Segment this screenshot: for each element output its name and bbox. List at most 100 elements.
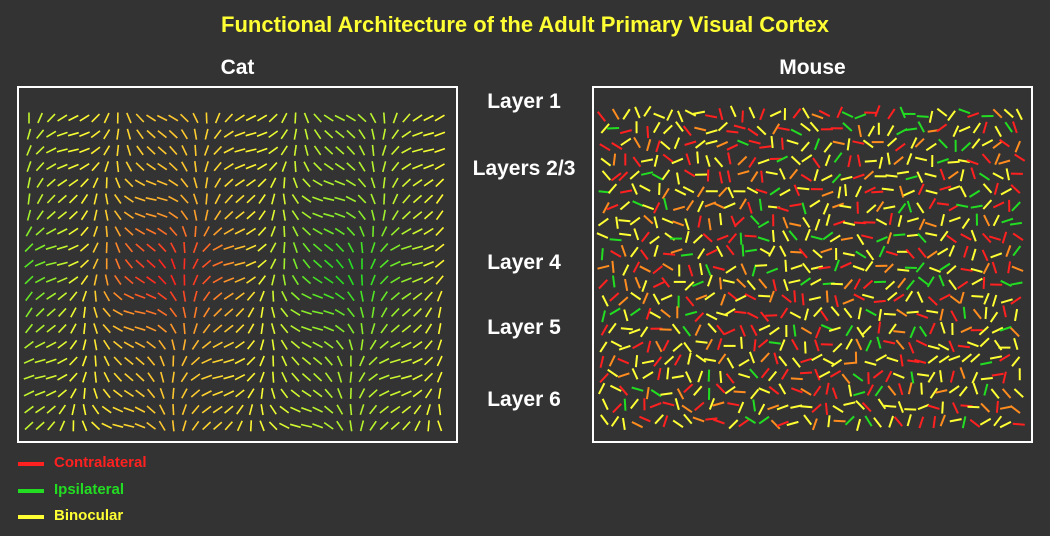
cat-orientation-segment bbox=[193, 128, 198, 140]
mouse-orientation-segment bbox=[939, 370, 943, 383]
cat-orientation-segment bbox=[135, 113, 145, 123]
mouse-orientation-segment bbox=[608, 354, 616, 367]
cat-orientation-segment bbox=[280, 323, 289, 334]
mouse-orientation-segment bbox=[877, 321, 882, 334]
mouse-orientation-segment bbox=[672, 419, 684, 429]
mouse-orientation-segment bbox=[661, 169, 671, 181]
mouse-orientation-segment bbox=[800, 387, 812, 396]
cat-orientation-segment bbox=[213, 421, 223, 431]
mouse-orientation-segment bbox=[771, 229, 775, 243]
mouse-orientation-segment bbox=[808, 296, 822, 301]
mouse-orientation-segment bbox=[750, 171, 759, 183]
mouse-orientation-segment bbox=[856, 418, 862, 431]
mouse-orientation-segment bbox=[712, 418, 725, 425]
cat-orientation-segment bbox=[259, 420, 265, 432]
cat-orientation-segment bbox=[423, 210, 434, 220]
mouse-orientation-segment bbox=[842, 221, 856, 226]
mouse-orientation-segment bbox=[899, 354, 904, 367]
cat-orientation-segment bbox=[35, 292, 45, 301]
mouse-orientation-segment bbox=[660, 294, 673, 301]
cat-orientation-segment bbox=[68, 210, 78, 220]
cat-orientation-segment bbox=[193, 290, 198, 302]
mouse-orientation-segment bbox=[622, 417, 626, 431]
mouse-orientation-segment bbox=[631, 183, 638, 195]
cat-orientation-segment bbox=[25, 226, 33, 237]
mouse-orientation-segment bbox=[907, 359, 920, 364]
cat-orientation-segment bbox=[146, 146, 156, 155]
mouse-orientation-segment bbox=[926, 309, 939, 314]
cat-orientation-segment bbox=[190, 373, 201, 382]
mouse-orientation-segment bbox=[599, 341, 608, 353]
mouse-orientation-segment bbox=[993, 339, 1003, 351]
cat-orientation-segment bbox=[25, 307, 33, 318]
mouse-orientation-segment bbox=[773, 352, 779, 365]
mouse-orientation-segment bbox=[733, 124, 746, 130]
cat-orientation-segment bbox=[402, 113, 411, 123]
cat-orientation-segment bbox=[92, 177, 99, 189]
cat-orientation-segment bbox=[347, 323, 355, 334]
mouse-orientation-segment bbox=[653, 216, 659, 229]
mouse-orientation-segment bbox=[894, 142, 906, 152]
cat-orientation-segment bbox=[145, 212, 157, 218]
cat-orientation-segment bbox=[105, 225, 108, 237]
cat-orientation-segment bbox=[301, 341, 312, 349]
mouse-orientation-segment bbox=[877, 398, 887, 410]
layer-label-2-3: Layers 2/3 bbox=[472, 157, 576, 180]
mouse-orientation-segment bbox=[758, 278, 768, 289]
cat-orientation-segment bbox=[26, 161, 32, 173]
mouse-orientation-segment bbox=[940, 213, 945, 227]
mouse-orientation-segment bbox=[886, 137, 898, 147]
mouse-orientation-segment bbox=[661, 217, 674, 224]
cat-orientation-segment bbox=[135, 372, 145, 382]
cat-orientation-segment bbox=[257, 243, 267, 252]
mouse-orientation-segment bbox=[618, 385, 629, 396]
mouse-orientation-segment bbox=[727, 402, 740, 407]
mouse-orientation-segment bbox=[888, 323, 897, 335]
mouse-orientation-segment bbox=[779, 339, 786, 351]
mouse-orientation-segment bbox=[936, 107, 948, 117]
mouse-orientation-segment bbox=[852, 373, 864, 382]
cat-orientation-segment bbox=[80, 193, 89, 205]
mouse-orientation-segment bbox=[916, 312, 929, 319]
mouse-orientation-segment bbox=[856, 326, 865, 338]
cat-orientation-segment bbox=[324, 146, 334, 155]
cat-orientation-segment bbox=[204, 161, 209, 173]
cat-orientation-segment bbox=[46, 228, 57, 235]
mouse-orientation-segment bbox=[673, 137, 681, 150]
mouse-orientation-segment bbox=[804, 341, 807, 354]
mouse-orientation-segment bbox=[749, 368, 759, 379]
cat-orientation-segment bbox=[281, 161, 287, 172]
cat-orientation-segment bbox=[134, 196, 146, 202]
cat-orientation-segment bbox=[335, 339, 344, 350]
cat-orientation-segment bbox=[224, 194, 234, 204]
mouse-orientation-segment bbox=[917, 183, 925, 196]
mouse-orientation-segment bbox=[623, 398, 627, 411]
cat-orientation-segment bbox=[280, 129, 289, 140]
mouse-orientation-segment bbox=[822, 231, 834, 241]
cat-orientation-segment bbox=[383, 112, 386, 124]
cat-orientation-segment bbox=[193, 323, 198, 335]
cat-orientation-segment bbox=[201, 259, 212, 269]
cat-orientation-segment bbox=[172, 404, 175, 416]
cat-orientation-segment bbox=[236, 404, 244, 415]
mouse-orientation-segment bbox=[716, 324, 726, 336]
cat-orientation-segment bbox=[180, 178, 189, 188]
mouse-orientation-segment bbox=[619, 200, 631, 211]
mouse-orientation-segment bbox=[926, 276, 935, 288]
cat-orientation-segment bbox=[45, 390, 57, 397]
cat-orientation-segment bbox=[223, 147, 235, 154]
mouse-orientation-segment bbox=[899, 185, 905, 198]
layer-label-1: Layer 1 bbox=[487, 90, 561, 113]
mouse-orientation-segment bbox=[664, 355, 675, 366]
mouse-orientation-segment bbox=[781, 294, 792, 304]
mouse-orientation-segment bbox=[707, 218, 712, 231]
mouse-orientation-segment bbox=[895, 339, 905, 350]
cat-orientation-segment bbox=[70, 388, 77, 399]
mouse-orientation-segment bbox=[847, 155, 852, 168]
cat-orientation-segment bbox=[383, 193, 386, 205]
cat-orientation-segment bbox=[345, 211, 356, 219]
mouse-orientation-segment bbox=[957, 344, 971, 349]
cat-orientation-segment bbox=[26, 128, 32, 140]
cat-orientation-segment bbox=[224, 178, 234, 188]
mouse-orientation-segment bbox=[820, 323, 833, 331]
